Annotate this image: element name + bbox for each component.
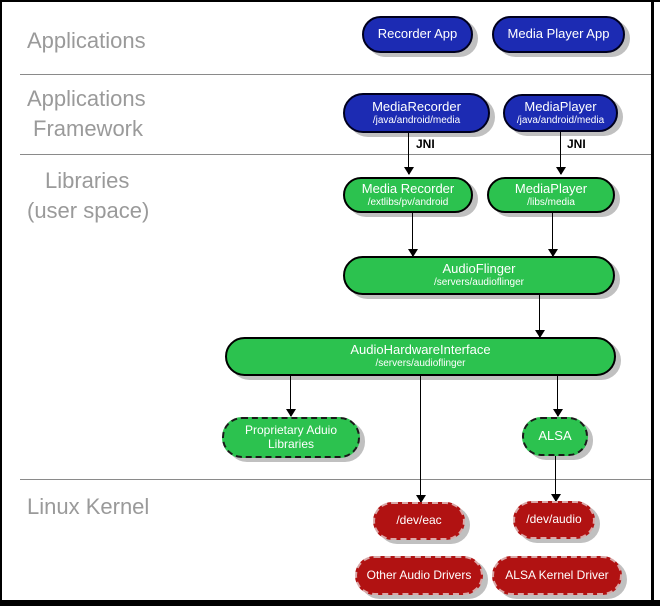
node-dev-eac: /dev/eac [373, 502, 465, 540]
divider-applications-framework [20, 74, 654, 75]
section-label-applications: Applications [27, 28, 146, 53]
node-lib-media-recorder-title: Media Recorder [361, 180, 455, 196]
jni-label-left: JNI [416, 137, 435, 151]
node-audioflinger-path: /servers/audioflinger [433, 277, 525, 289]
node-media-player-app: Media Player App [492, 16, 625, 53]
node-framework-mediaplayer-path: /java/android/media [516, 114, 605, 126]
node-dev-audio: /dev/audio [513, 501, 595, 539]
node-audioflinger: AudioFlinger /servers/audioflinger [343, 256, 615, 295]
node-framework-mediarecorder: MediaRecorder /java/android/media [343, 93, 490, 133]
arrow-alsa-dev-audio [551, 456, 561, 502]
jni-label-right: JNI [567, 137, 586, 151]
divider-libraries-kernel [20, 479, 654, 480]
section-label-framework-line1: Applications [27, 86, 146, 111]
section-label-linux-kernel: Linux Kernel [27, 494, 150, 519]
section-label-framework-line2: Framework [33, 116, 144, 141]
arrow-ahi-dev-eac [416, 376, 426, 503]
section-label-applications-framework: Applications Framework [27, 84, 146, 144]
frame-border-left [0, 0, 2, 606]
node-alsa-kernel-driver-label: ALSA Kernel Driver [505, 567, 609, 582]
node-other-audio-drivers-label: Other Audio Drivers [366, 567, 472, 582]
node-audioflinger-title: AudioFlinger [442, 261, 516, 277]
node-audio-hardware-interface: AudioHardwareInterface /servers/audiofli… [225, 337, 616, 376]
node-framework-mediaplayer: MediaPlayer /java/android/media [503, 94, 618, 132]
arrow-mediaplayer-jni [556, 132, 566, 175]
node-alsa-kernel-driver: ALSA Kernel Driver [492, 556, 622, 595]
divider-framework-libraries [20, 154, 654, 155]
frame-border-top [0, 0, 660, 2]
node-lib-mediaplayer-path: /libs/media [527, 196, 575, 208]
arrow-audioflinger-ahi [535, 295, 545, 338]
arrow-mediarecorder-jni [404, 133, 414, 175]
section-label-libraries: Libraries (user space) [27, 166, 149, 226]
node-proprietary-audio-libraries: Proprietary Aduio Libraries [222, 417, 360, 458]
node-proprietary-audio-libraries-label: Proprietary Aduio Libraries [244, 422, 338, 451]
node-lib-mediaplayer: MediaPlayer /libs/media [487, 177, 615, 213]
arrow-ahi-alsa [553, 376, 563, 417]
node-dev-audio-label: /dev/audio [526, 512, 582, 527]
node-alsa-label: ALSA [538, 428, 572, 444]
section-label-libraries-line2: (user space) [27, 198, 150, 223]
arrow-ahi-proprietary [286, 376, 296, 417]
node-recorder-app: Recorder App [362, 16, 473, 53]
node-media-player-app-label: Media Player App [507, 26, 610, 42]
arrow-librecorder-audioflinger [408, 213, 418, 257]
node-other-audio-drivers: Other Audio Drivers [355, 556, 483, 595]
frame-border-bottom [0, 600, 660, 606]
frame-border-right [651, 0, 654, 606]
node-audio-hardware-interface-title: AudioHardwareInterface [350, 342, 491, 358]
node-alsa: ALSA [522, 417, 588, 456]
node-framework-mediaplayer-title: MediaPlayer [524, 98, 597, 114]
arrow-libplayer-audioflinger [548, 213, 558, 257]
node-audio-hardware-interface-path: /servers/audioflinger [375, 358, 466, 370]
node-dev-eac-label: /dev/eac [396, 513, 442, 528]
node-framework-mediarecorder-title: MediaRecorder [372, 98, 461, 114]
node-lib-mediaplayer-title: MediaPlayer [514, 180, 588, 196]
node-lib-media-recorder-path: /extlibs/pv/android [367, 196, 449, 208]
node-recorder-app-label: Recorder App [377, 26, 458, 42]
node-framework-mediarecorder-path: /java/android/media [372, 114, 461, 126]
section-label-libraries-line1: Libraries [45, 168, 130, 193]
node-lib-media-recorder: Media Recorder /extlibs/pv/android [343, 177, 473, 213]
